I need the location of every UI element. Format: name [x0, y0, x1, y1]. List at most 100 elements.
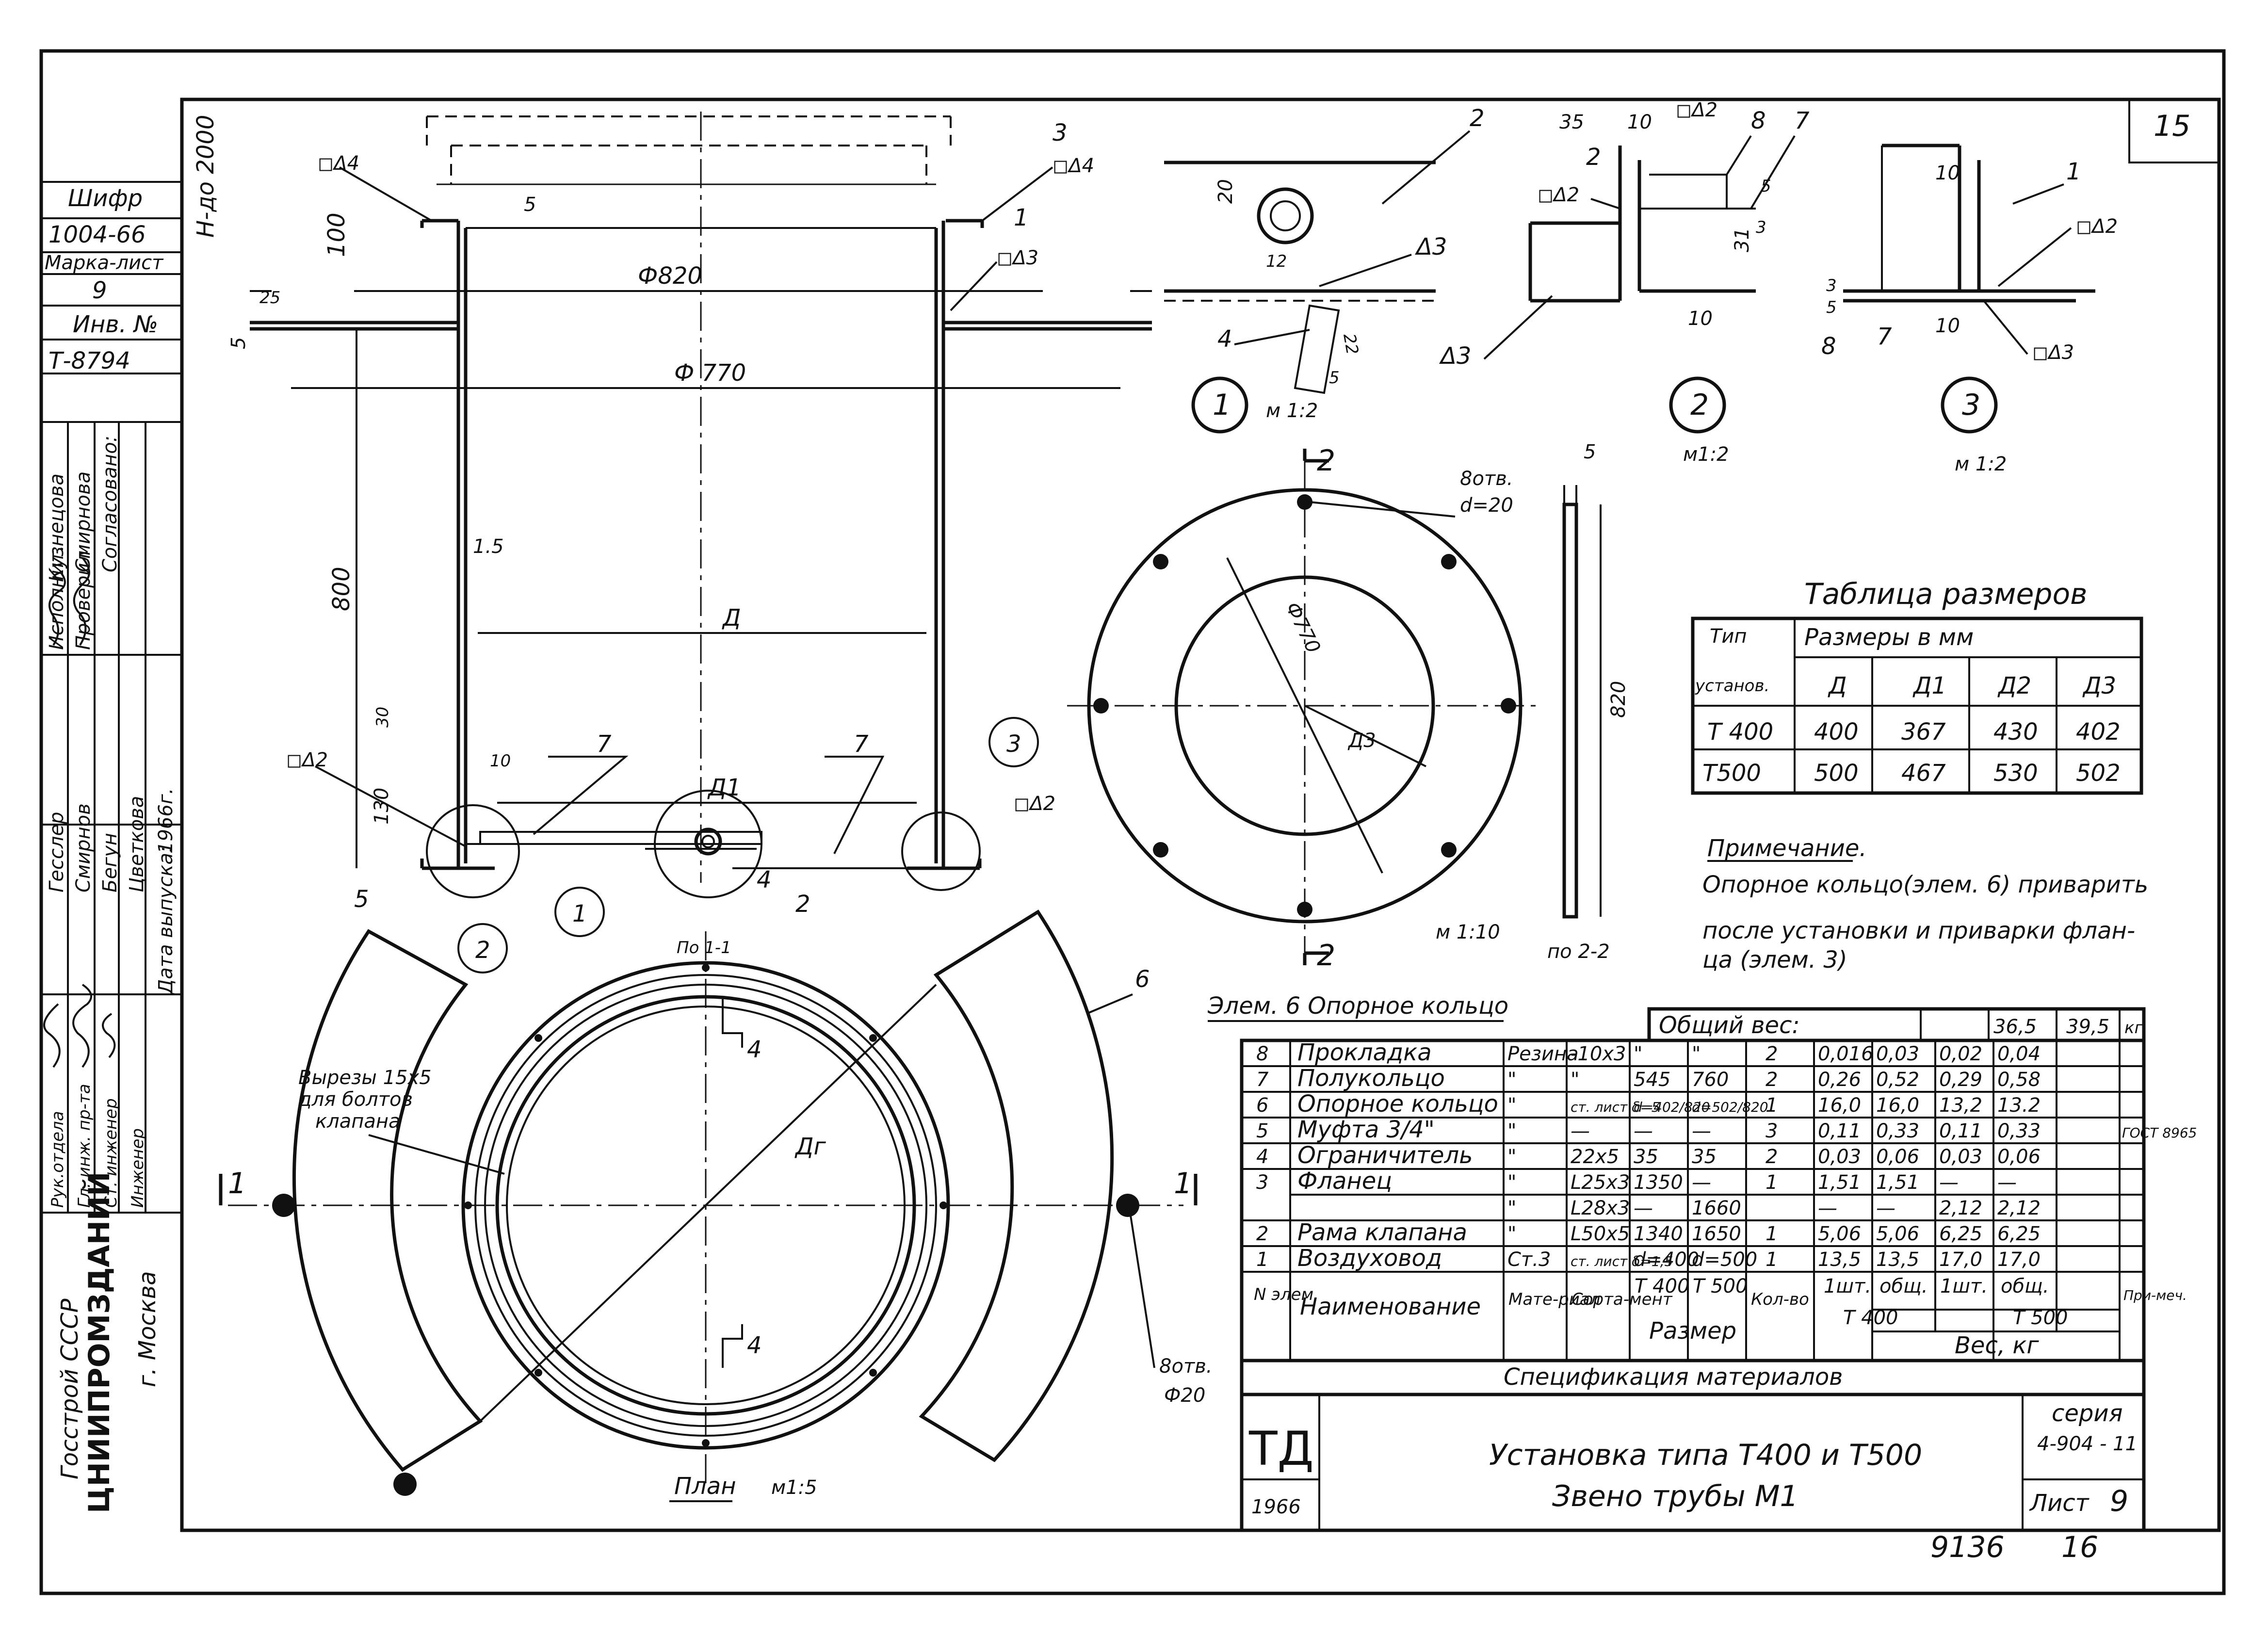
- spec-cell-r1-c9: 0,03: [1876, 1043, 1919, 1065]
- spec-head-one-500: 1шт.: [1940, 1275, 1988, 1297]
- spec-cell-r8-c3: ": [1507, 1223, 1516, 1245]
- size-table: Таблица размеров Тип установ. Размеры в …: [1691, 577, 2143, 795]
- title-bottom-2: 16: [2061, 1530, 2098, 1564]
- size-col-d1: Д1: [1912, 672, 1946, 699]
- spec-cell-r4-c9: 0,33: [1876, 1120, 1919, 1142]
- spec-cell-r4-c5: —: [1634, 1120, 1653, 1142]
- plan-callout-4a: 4: [747, 1036, 762, 1063]
- spec-cell-r5-c2: Ограничитель: [1297, 1142, 1473, 1169]
- name-senior: Бегун: [99, 833, 121, 892]
- date-value: 1966г.: [155, 788, 177, 854]
- size-row2-d2: 530: [1993, 760, 2038, 787]
- size-col-d2: Д2: [1997, 672, 2031, 699]
- callout-2: 2: [795, 891, 810, 918]
- org-ministry: Госстрой СССР: [56, 1298, 83, 1479]
- sheet-number-box: [2128, 98, 2220, 163]
- spec-cell-r3-c10: 13,2: [1939, 1094, 1982, 1117]
- spec-cell-r2-c7: 2: [1766, 1069, 1778, 1091]
- spec-cell-r2-c4: ": [1571, 1069, 1579, 1091]
- detail3-callout-7: 7: [1877, 323, 1892, 350]
- callout-7b: 7: [854, 730, 869, 758]
- note-line3: ца (элем. 3): [1702, 946, 1847, 973]
- inv-value: Т-8794: [49, 347, 130, 374]
- spec-cell-r5-c6: 35: [1692, 1146, 1717, 1168]
- ring-holes: [1093, 494, 1516, 917]
- detail2-dim-5: 5: [1761, 177, 1771, 196]
- ring-view: Ф770 Д3 8отв. d=20 2 2 м 1:10 5 820 по 2…: [1067, 441, 1630, 1022]
- spec-cell-r9-c3: Ст.3: [1507, 1249, 1551, 1271]
- detail1-dim-20: 20: [1215, 179, 1237, 204]
- detail2-dim-31: 31: [1731, 227, 1753, 252]
- detail3-weld-bottom: ◻Δ3: [2032, 341, 2074, 364]
- spec-head-weight-t500: Т 500: [2013, 1307, 2068, 1329]
- spec-total-t400: 36,5: [1993, 1016, 2037, 1038]
- spec-cell-r8-c7: 1: [1766, 1223, 1778, 1245]
- detail1-dim-5: 5: [1329, 368, 1340, 388]
- section-view: Ф 770 Ф820 Д Д1 800 Н-до 2000 100 5 25 5…: [192, 112, 1152, 973]
- plan-section-marker: По 1-1: [677, 938, 731, 957]
- spec-cell-r3-c6: d=502/820: [1692, 1099, 1768, 1115]
- spec-cell-r1-c3: Резина: [1507, 1043, 1579, 1065]
- title-line1: Установка типа Т400 и Т500: [1489, 1438, 1922, 1472]
- callout-7a: 7: [597, 730, 612, 758]
- outer-frame: [39, 49, 2226, 1595]
- spec-cell-r8-c1: 2: [1256, 1223, 1268, 1245]
- spec-cell-r1-c7: 2: [1766, 1043, 1778, 1065]
- size-row1-d: 400: [1814, 718, 1859, 746]
- detail1-dim-22: 22: [1339, 332, 1362, 357]
- detail-2: 35 10 31 3 10 5 ◻Δ2 ◻Δ2 Δ3 2 8 7 2 м1:2: [1439, 99, 1810, 466]
- plan-d2: Дг: [794, 1133, 826, 1160]
- dim-800: 800: [328, 567, 355, 611]
- spec-cell-r1-c4: -10х3: [1571, 1043, 1626, 1065]
- spec-cell-r7-c10: 2,12: [1939, 1197, 1982, 1219]
- detail-ref-3: 3: [1006, 730, 1021, 758]
- size-table-sizes-header: Размеры в мм: [1804, 624, 1974, 651]
- spec-cell-r2-c1: 7: [1256, 1069, 1269, 1091]
- d-label: Д: [722, 604, 741, 632]
- sheet-number: 15: [2154, 109, 2190, 143]
- spec-head-n: N элем.: [1254, 1285, 1319, 1304]
- title-series-label: серия: [2052, 1400, 2122, 1427]
- role-senior: Ст. инженер: [101, 1098, 121, 1208]
- spec-head-all-500: общ.: [2001, 1275, 2049, 1297]
- weld-2-left: ◻Δ2: [286, 749, 328, 771]
- size-row2-d1: 467: [1901, 760, 1946, 787]
- detail3-callout-1: 1: [2066, 158, 2081, 185]
- plan-slots-line2: для болтов: [298, 1088, 413, 1111]
- weld-4-left: ◻Δ4: [318, 152, 359, 175]
- spec-cell-r7-c11: 2,12: [1997, 1197, 2041, 1219]
- plan-cut-right: 1: [1174, 1167, 1192, 1200]
- spec-cell-r9-c10: 17,0: [1939, 1249, 1982, 1271]
- spec-cell-r8-c6: 1650: [1692, 1223, 1741, 1245]
- spec-cell-r3-c1: 6: [1256, 1094, 1268, 1117]
- spec-cell-r7-c6: 1660: [1692, 1197, 1741, 1219]
- size-table-type-header: Тип: [1710, 625, 1747, 648]
- detail2-weld-bottom: Δ3: [1439, 342, 1471, 370]
- title-series: 4-904 - 11: [2037, 1433, 2138, 1455]
- spec-cell-r3-c4: ст. лист δ=5: [1571, 1099, 1660, 1115]
- inv-label: Инв. №: [73, 311, 158, 338]
- spec-cell-r6-c11: —: [1997, 1171, 2017, 1194]
- cipher-label: Шифр: [68, 185, 143, 212]
- size-row2-d: 500: [1814, 760, 1859, 787]
- spec-cell-r6-c2: Фланец: [1297, 1168, 1392, 1195]
- detail2-dim-3: 3: [1756, 218, 1766, 237]
- org-institute: ЦНИИПРОМЗДАНИЙ: [81, 1172, 116, 1513]
- signature-1: [49, 571, 66, 646]
- spec-cell-r5-c10: 0,03: [1939, 1146, 1982, 1168]
- name-checker: Смирнова: [72, 471, 95, 572]
- name-engineer: Цветкова: [126, 796, 148, 892]
- dim-5b: 5: [227, 337, 250, 349]
- detail2-dim-10b: 10: [1688, 308, 1713, 330]
- signature-2: [73, 557, 90, 646]
- size-col-d3: Д3: [2082, 672, 2116, 699]
- detail3-dim-10b: 10: [1935, 315, 1960, 337]
- note-line1: Опорное кольцо(элем. 6) приварить: [1702, 871, 2148, 898]
- plan-slots-line3: клапана: [315, 1110, 401, 1133]
- spec-cell-r9-c2: Воздуховод: [1297, 1245, 1442, 1272]
- spec-cell-r2-c10: 0,29: [1939, 1069, 1982, 1091]
- ring-scale: м 1:10: [1436, 921, 1500, 943]
- spec-cell-r3-c11: 13.2: [1997, 1094, 2041, 1117]
- spec-head-all-400: общ.: [1879, 1275, 1928, 1297]
- spec-head-weight: Вес, кг: [1955, 1332, 2039, 1359]
